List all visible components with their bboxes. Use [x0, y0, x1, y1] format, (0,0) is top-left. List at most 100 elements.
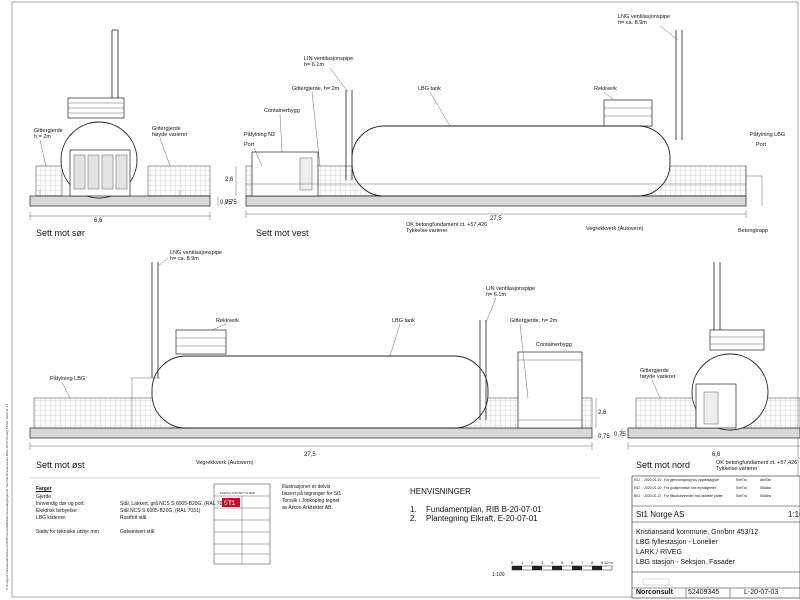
vest-label-lng-vent: LNG ventilasjonspipe: [618, 14, 670, 20]
nord-label-gitter: Gittergjerde: [640, 368, 669, 374]
svg-text:h = 2m: h = 2m: [34, 134, 51, 140]
revision-cell-rev: B01: [634, 494, 641, 498]
revision-cell-desc: For tilbudsinnhenter hos aktuelle parter: [664, 494, 723, 498]
revision-cell-b: StiAlba: [760, 486, 771, 490]
svg-text:h= ca. 8.9m: h= ca. 8.9m: [170, 256, 199, 262]
side-plot-text: C:\Program Files\Autodesk\AutoCAD\Norcon…: [5, 404, 9, 590]
henvisning-text: Fundamentplan, RIB B-20-07-01: [426, 505, 542, 514]
henvisninger-heading: HENVISNINGER: [410, 487, 471, 496]
title-block: [631, 475, 800, 599]
ost-label-lng-vent: LNG ventilasjonspipe: [170, 250, 222, 256]
note-line: basert på tegninger for St1: [282, 491, 342, 497]
farger-row-value: Rustfritt stål: [120, 515, 147, 521]
ost-dim-length: 27,5: [304, 452, 316, 458]
svg-text:høyde varierer: høyde varierer: [152, 132, 188, 138]
sor-dim-width: 6,6: [94, 218, 103, 224]
scale-tick-label: 4: [551, 560, 554, 565]
svg-text:0,75: 0,75: [614, 432, 626, 438]
ost-label-lin-vent: LIN ventilasjonspipe: [486, 286, 535, 292]
vest-label-lin-vent: LIN ventilasjonspipe: [304, 56, 353, 62]
ost-label-gitter: Gittergjerde, h= 2m: [510, 318, 558, 324]
scale-tick-label: 2: [531, 560, 534, 565]
svg-text:Tykkelse varierer: Tykkelse varierer: [406, 228, 448, 234]
revision-cell-desc: For gjennomgang hos oppdragsgiver: [664, 478, 720, 482]
vest-betongtrapp: [745, 166, 763, 206]
note-line: Illustrasjoner er delvis: [282, 484, 331, 490]
scale-tick-label: 0: [511, 560, 514, 565]
revision-cell-rev: E02: [634, 478, 641, 482]
vest-lin-pipe: [345, 90, 353, 180]
drawing-number: L-20-07-03: [744, 589, 779, 596]
nord-foundation: [627, 427, 800, 439]
view-sett-mot-sor: 6,6 0,75 Gittergjerde h = 2m Gittergjerd…: [29, 29, 232, 238]
vest-dim-length: 27,5: [490, 216, 502, 222]
svg-text:høyde varierer: høyde varierer: [640, 374, 676, 380]
farger-row-label: Elektrisk bebyelse:: [36, 508, 78, 514]
title-line-4: LBG stasjon - Seksjon. Fasader: [636, 559, 735, 566]
svg-text:ST1: ST1: [224, 501, 236, 507]
note-line: Torsvik i Jönköping tegnet: [282, 498, 340, 504]
vest-label-rekkverk: Rekkverk: [594, 86, 617, 92]
vest-label-lbg-tank: LBG tank: [418, 86, 441, 92]
vest-lbg-tank: [351, 125, 671, 197]
svg-text:0,75: 0,75: [598, 434, 610, 440]
svg-text:ENERGI SOM BETYR MER: ENERGI SOM BETYR MER: [220, 491, 255, 495]
company-name: Norconsult: [636, 589, 673, 596]
farger-heading: Farger: [36, 486, 52, 492]
vest-label-port-right: Port: [756, 142, 767, 148]
svg-text:h= 6.1m: h= 6.1m: [486, 292, 506, 298]
sor-fence-right: [147, 165, 211, 197]
revision-cell-a: SveTra: [736, 494, 747, 498]
farger-row-value: Stål, Lakkert, grå NCS S 6005-B20G, (RAL…: [120, 501, 230, 507]
ost-label-containerbygg: Containerbygg: [536, 342, 572, 348]
nord-title: Sett mot nord: [636, 460, 690, 470]
sor-label-gitter-right: Gittergjerde: [152, 126, 181, 132]
vest-foundation: [245, 195, 747, 207]
vest-label-port: Port: [244, 142, 255, 148]
vest-label-pafylning-n2: Påfylning N2: [244, 131, 275, 138]
ost-rekkverk: [175, 329, 227, 355]
svg-text:0,75: 0,75: [225, 200, 237, 206]
view-sett-mot-ost: 27,5 2,6 0,75 LNG ventilasjonspipe h= ca…: [29, 250, 610, 470]
view-sett-mot-nord: 6,6 0,75 Gittergjerde høyde varierer OK …: [614, 262, 800, 472]
svg-text:Tykkelse varierer: Tykkelse varierer: [716, 466, 758, 472]
client-name: St1 Norge AS: [636, 510, 685, 519]
revision-cell-a: SveTra: [736, 486, 747, 490]
scale-tick-label: 3: [541, 560, 544, 565]
sor-fence-left: [35, 165, 63, 197]
sor-foundation: [29, 195, 211, 207]
revision-cell-rev: E02: [634, 486, 641, 490]
revision-cell-a: SveTra: [736, 478, 747, 482]
scale-tick-label: 9: [601, 560, 604, 565]
farger-row-label: LBG kisterne:: [36, 515, 67, 521]
henvisning-text: Plantegning Elkraft, E-20-07-01: [426, 514, 538, 523]
sor-label-gitter-left: Gittergjerde: [34, 128, 63, 134]
farger-row-value: Galvanisert stål: [120, 529, 155, 535]
sor-vent-pipe: [111, 30, 119, 98]
vest-label-betongtrapp: Betongtrapp: [738, 228, 768, 234]
sor-title: Sett mot sør: [36, 228, 85, 238]
ost-containerbygg: [517, 351, 583, 429]
vest-lng-pipe: [675, 30, 683, 140]
nord-dim-width: 6,6: [712, 452, 721, 458]
ost-lin-pipe: [479, 320, 487, 420]
ost-label-vegrekkverk: Vegrekkverk (Autovern): [196, 460, 254, 466]
revision-cell-desc: For godkjennelse hos myndigheter: [664, 486, 717, 490]
nord-vent-pipe: [713, 262, 721, 330]
vest-label-gitter: Gittergjerde, h= 2m: [292, 86, 340, 92]
scale-ratio: 1:100: [492, 572, 505, 578]
scale-tick-label: 7: [581, 560, 584, 565]
henvisning-number: 1.: [410, 505, 417, 514]
ost-label-lbg-tank: LBG tank: [392, 318, 415, 324]
scale-tick-label: 1: [521, 560, 524, 565]
revision-cell-b: StiAlba: [760, 494, 771, 498]
scale-end: 10 m: [604, 560, 614, 565]
ost-foundation: [29, 427, 593, 439]
vest-label-containerbygg: Containerbygg: [264, 108, 300, 114]
revision-cell-date: 2020-01-10: [644, 478, 662, 482]
scale-tick-label: 5: [561, 560, 564, 565]
svg-text:h= 6.1m: h= 6.1m: [304, 62, 324, 68]
vest-label-vegrekkverk: Vegrekkverk (Autovern): [586, 226, 644, 232]
